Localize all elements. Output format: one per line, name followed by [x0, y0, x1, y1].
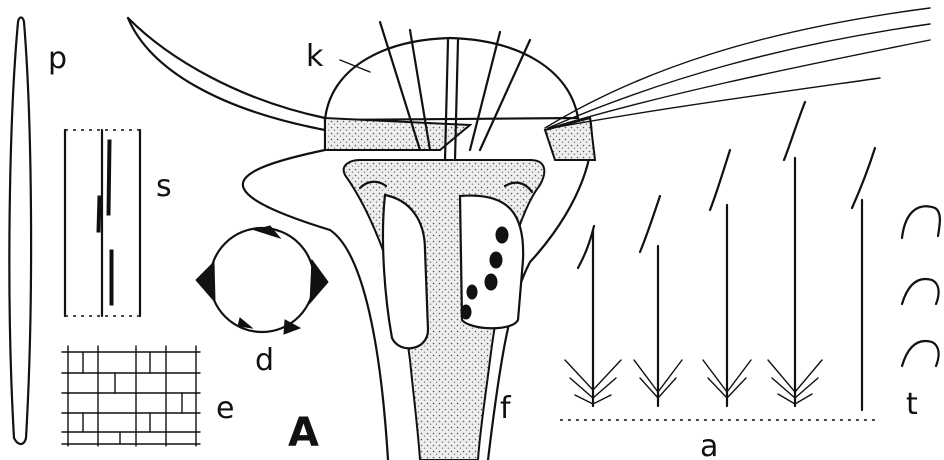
part-f-drawing	[128, 8, 930, 460]
label-f: f	[500, 391, 512, 426]
label-p: p	[48, 41, 67, 76]
label-d: d	[255, 343, 274, 378]
label-a: a	[700, 429, 718, 460]
part-p-drawing	[9, 18, 31, 445]
part-d-drawing	[196, 226, 328, 334]
label-t: t	[906, 387, 918, 422]
label-e: e	[216, 391, 234, 426]
part-t-drawing	[902, 206, 940, 366]
label-s: s	[156, 169, 172, 204]
part-a-drawing	[560, 102, 880, 420]
label-k: k	[306, 39, 324, 74]
part-s-drawing	[65, 130, 140, 316]
part-e-drawing	[62, 346, 200, 446]
panel-label: A	[288, 410, 319, 456]
